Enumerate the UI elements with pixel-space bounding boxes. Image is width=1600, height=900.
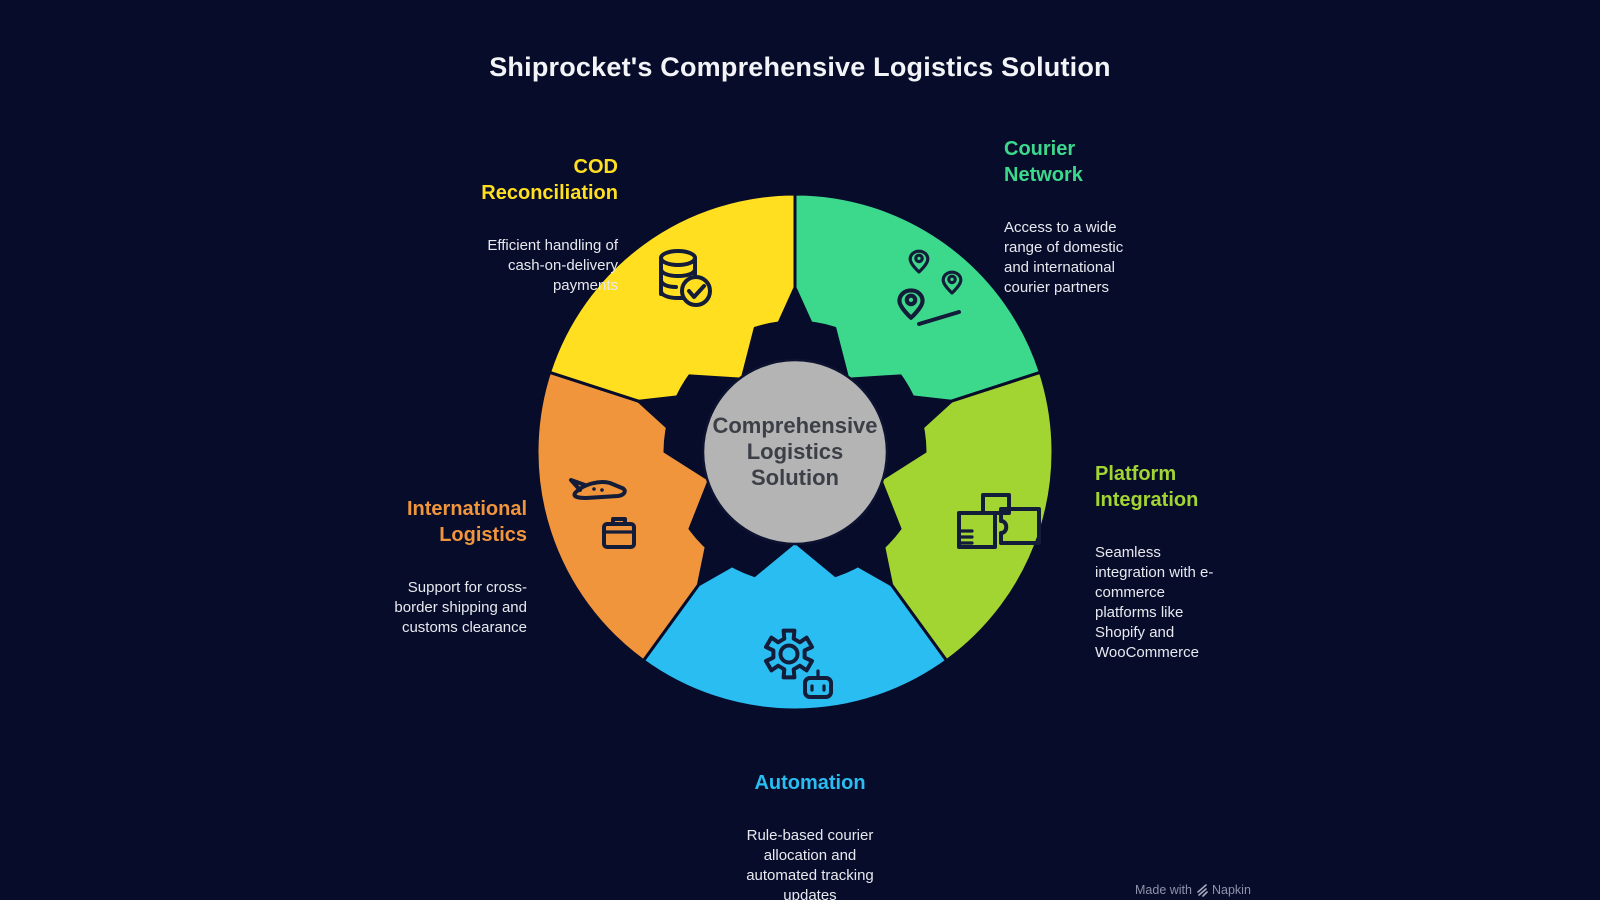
description-courier-network: Access to a wide range of domestic and i… [1004,219,1124,296]
heading-cod-reconciliation: COD Reconciliation [481,156,618,204]
napkin-watermark: Made with Napkin [1135,883,1251,897]
integration-blocks-icon [957,493,1041,549]
segment-divider-notch [907,394,955,433]
segment-divider-notch [635,394,683,433]
watermark-made-with: Made with [1135,883,1192,897]
hub-circle [701,358,889,546]
label-block-international-logistics: International Logistics Support for cros… [227,478,527,656]
heading-courier-network: Courier Network [1004,138,1083,186]
airplane-briefcase-icon [569,478,636,549]
heading-international-logistics: International Logistics [406,498,527,546]
label-block-courier-network: Courier Network Access to a wide range o… [1004,118,1244,316]
description-platform-integration: Seamless integration with e- commerce pl… [1095,544,1214,661]
description-international-logistics: Support for cross- border shipping and c… [394,579,527,636]
map-pins-icon [897,249,963,326]
gear-robot-icon [764,628,833,699]
description-cod-reconciliation: Efficient handling of cash-on-delivery p… [487,237,618,294]
napkin-logo-icon [1197,884,1208,897]
heading-automation: Automation [754,772,866,794]
label-block-platform-integration: Platform Integration Seamless integratio… [1095,443,1295,681]
page-title: Shiprocket's Comprehensive Logistics Sol… [489,52,1111,82]
watermark-brand: Napkin [1211,883,1251,897]
segment-divider-notch [775,284,815,328]
segment-divider-notch [696,541,738,588]
description-automation: Rule-based courier allocation and automa… [746,827,874,900]
coins-check-icon [659,249,712,307]
label-block-cod-reconciliation: COD Reconciliation Efficient handling of… [318,136,618,314]
segment-divider-notch [852,541,894,588]
logistics-cycle-wheel [535,192,1055,712]
heading-platform-integration: Platform Integration [1095,463,1199,511]
label-block-automation: Automation Rule-based courier allocation… [660,752,960,900]
hub-label: Comprehensive Logistics Solution [712,413,878,490]
